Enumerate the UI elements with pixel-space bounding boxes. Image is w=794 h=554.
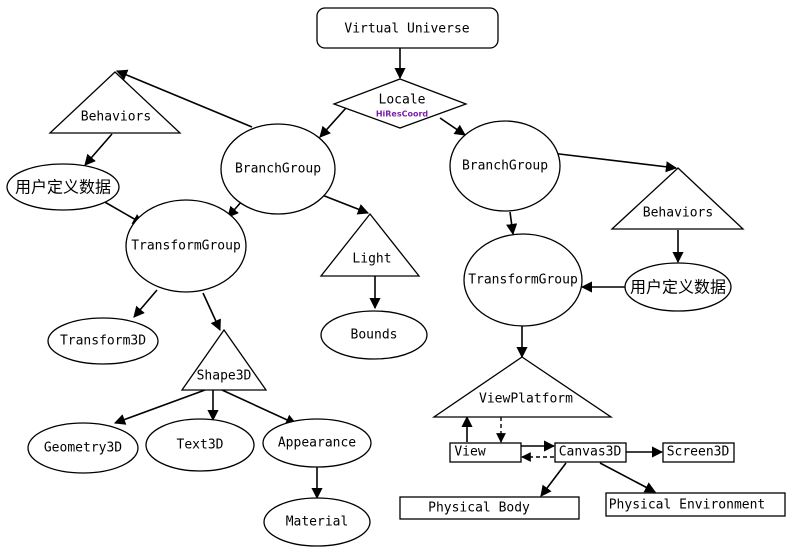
node-locale: Locale HiResCoord [332, 78, 468, 129]
node-virtual-universe: Virtual Universe [316, 7, 499, 49]
virtual-universe-label: Virtual Universe [344, 22, 469, 37]
material-label: Material [286, 515, 349, 530]
appearance-label: Appearance [278, 436, 356, 451]
node-physical-environment: Physical Environment [605, 492, 786, 517]
edge-branchgroup-behaviors-right [550, 152, 678, 173]
branchgroup-left-label: BranchGroup [235, 162, 321, 177]
node-branchgroup-right: BranchGroup [449, 120, 561, 212]
edges [84, 48, 684, 500]
node-behaviors-left: Behaviors [48, 71, 182, 134]
node-screen3d: Screen3D [662, 442, 735, 463]
hires-coord-label: HiResCoord [376, 110, 429, 119]
node-canvas3d: Canvas3D [554, 442, 627, 463]
physical-body-label: Physical Body [428, 501, 530, 516]
node-physical-body: Physical Body [399, 496, 580, 520]
node-transform3d: Transform3D [47, 317, 159, 365]
node-branchgroup-left: BranchGroup [220, 123, 336, 215]
node-viewplatform: ViewPlatform [431, 356, 614, 418]
userdata-left-label: 用户定义数据 [15, 178, 111, 197]
edge-canvas3d-physical-environment [599, 462, 656, 493]
edge-behaviors-userdata-left [84, 133, 113, 166]
edge-shape3d-geometry3d [113, 389, 206, 425]
canvas3d-label: Canvas3D [559, 445, 622, 460]
node-text3d: Text3D [145, 418, 255, 472]
physical-environment-label: Physical Environment [609, 498, 766, 513]
screen3d-label: Screen3D [667, 445, 730, 460]
behaviors-left-label: Behaviors [81, 110, 151, 125]
edge-transformgroup-shape3d [202, 292, 221, 332]
transformgroup-right-label: TransformGroup [468, 273, 578, 288]
text3d-label: Text3D [177, 438, 224, 453]
locale-label: Locale [379, 93, 426, 108]
userdata-right-label: 用户定义数据 [630, 278, 726, 297]
node-bounds: Bounds [320, 310, 428, 360]
node-behaviors-right: Behaviors [610, 167, 745, 230]
light-label: Light [352, 252, 391, 267]
behaviors-right-label: Behaviors [643, 206, 713, 221]
edge-locale-branchgroup-right [439, 117, 466, 136]
view-label: View [454, 445, 485, 460]
node-geometry3d: Geometry3D [27, 422, 139, 474]
viewplatform-label: ViewPlatform [479, 392, 573, 407]
node-light: Light [319, 212, 421, 277]
shape3d-label: Shape3D [197, 369, 252, 384]
bounds-label: Bounds [351, 328, 398, 343]
node-transformgroup-left: TransformGroup [125, 199, 247, 293]
node-shape3d: Shape3D [180, 328, 268, 391]
edge-canvas3d-physical-body [540, 462, 567, 497]
edge-locale-branchgroup-left [319, 107, 347, 138]
node-userdata-right: 用户定义数据 [624, 262, 732, 312]
edge-branchgroup-light [321, 194, 370, 215]
geometry3d-label: Geometry3D [44, 441, 122, 456]
node-material: Material [263, 497, 371, 547]
node-view: View [449, 442, 522, 463]
edge-branchgroup-behaviors-left [115, 69, 253, 128]
edge-transformgroup-transform3d [133, 289, 158, 318]
edge-shape3d-appearance [221, 389, 298, 425]
branchgroup-right-label: BranchGroup [462, 159, 548, 174]
node-transformgroup-right: TransformGroup [463, 233, 583, 327]
node-userdata-left: 用户定义数据 [6, 163, 120, 211]
node-appearance: Appearance [262, 418, 372, 468]
transform3d-label: Transform3D [60, 334, 146, 349]
edge-branchgroup-transformgroup-right [506, 211, 518, 236]
transformgroup-left-label: TransformGroup [131, 239, 241, 254]
